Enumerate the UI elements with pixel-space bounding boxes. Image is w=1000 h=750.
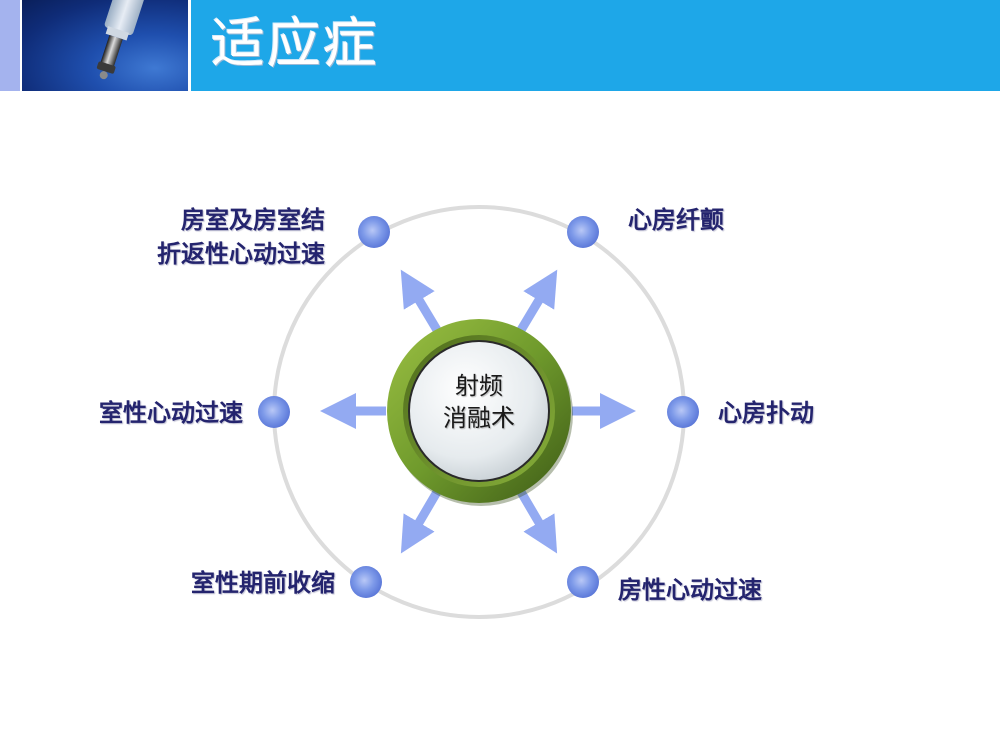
indication-text: 折返性心动过速	[157, 240, 325, 268]
indication-label-top-left: 房室及房室结 折返性心动过速	[120, 203, 325, 271]
indication-label-left: 室性心动过速	[99, 399, 243, 427]
arrow-top-right	[517, 269, 558, 333]
arrow-bottom-right	[517, 489, 558, 554]
center-label-line2: 消融术	[443, 404, 515, 432]
indication-text: 房室及房室结	[181, 206, 325, 234]
title-bar: 适应症	[191, 0, 1000, 91]
indication-label-top-right: 心房纤颤	[628, 206, 724, 234]
indication-label-bottom-left: 室性期前收缩	[191, 569, 335, 597]
node-bottom-left	[350, 566, 382, 598]
center-label: 射频 消融术	[409, 370, 549, 434]
slide-header: 适应症	[0, 0, 1000, 91]
node-top-left	[358, 216, 390, 248]
node-top-right	[567, 216, 599, 248]
header-accent-strip	[0, 0, 20, 91]
node-left	[258, 396, 290, 428]
indication-label-bottom-right: 房性心动过速	[618, 576, 762, 604]
indication-label-right: 心房扑动	[718, 399, 814, 427]
slide-title: 适应症	[211, 12, 379, 75]
syringe-icon	[96, 0, 150, 80]
arrow-bottom-left	[400, 489, 441, 554]
syringe-photo	[22, 0, 188, 91]
center-hub	[387, 319, 573, 506]
node-bottom-right	[567, 566, 599, 598]
center-label-line1: 射频	[455, 372, 503, 400]
arrow-top-left	[400, 269, 441, 333]
node-right	[667, 396, 699, 428]
